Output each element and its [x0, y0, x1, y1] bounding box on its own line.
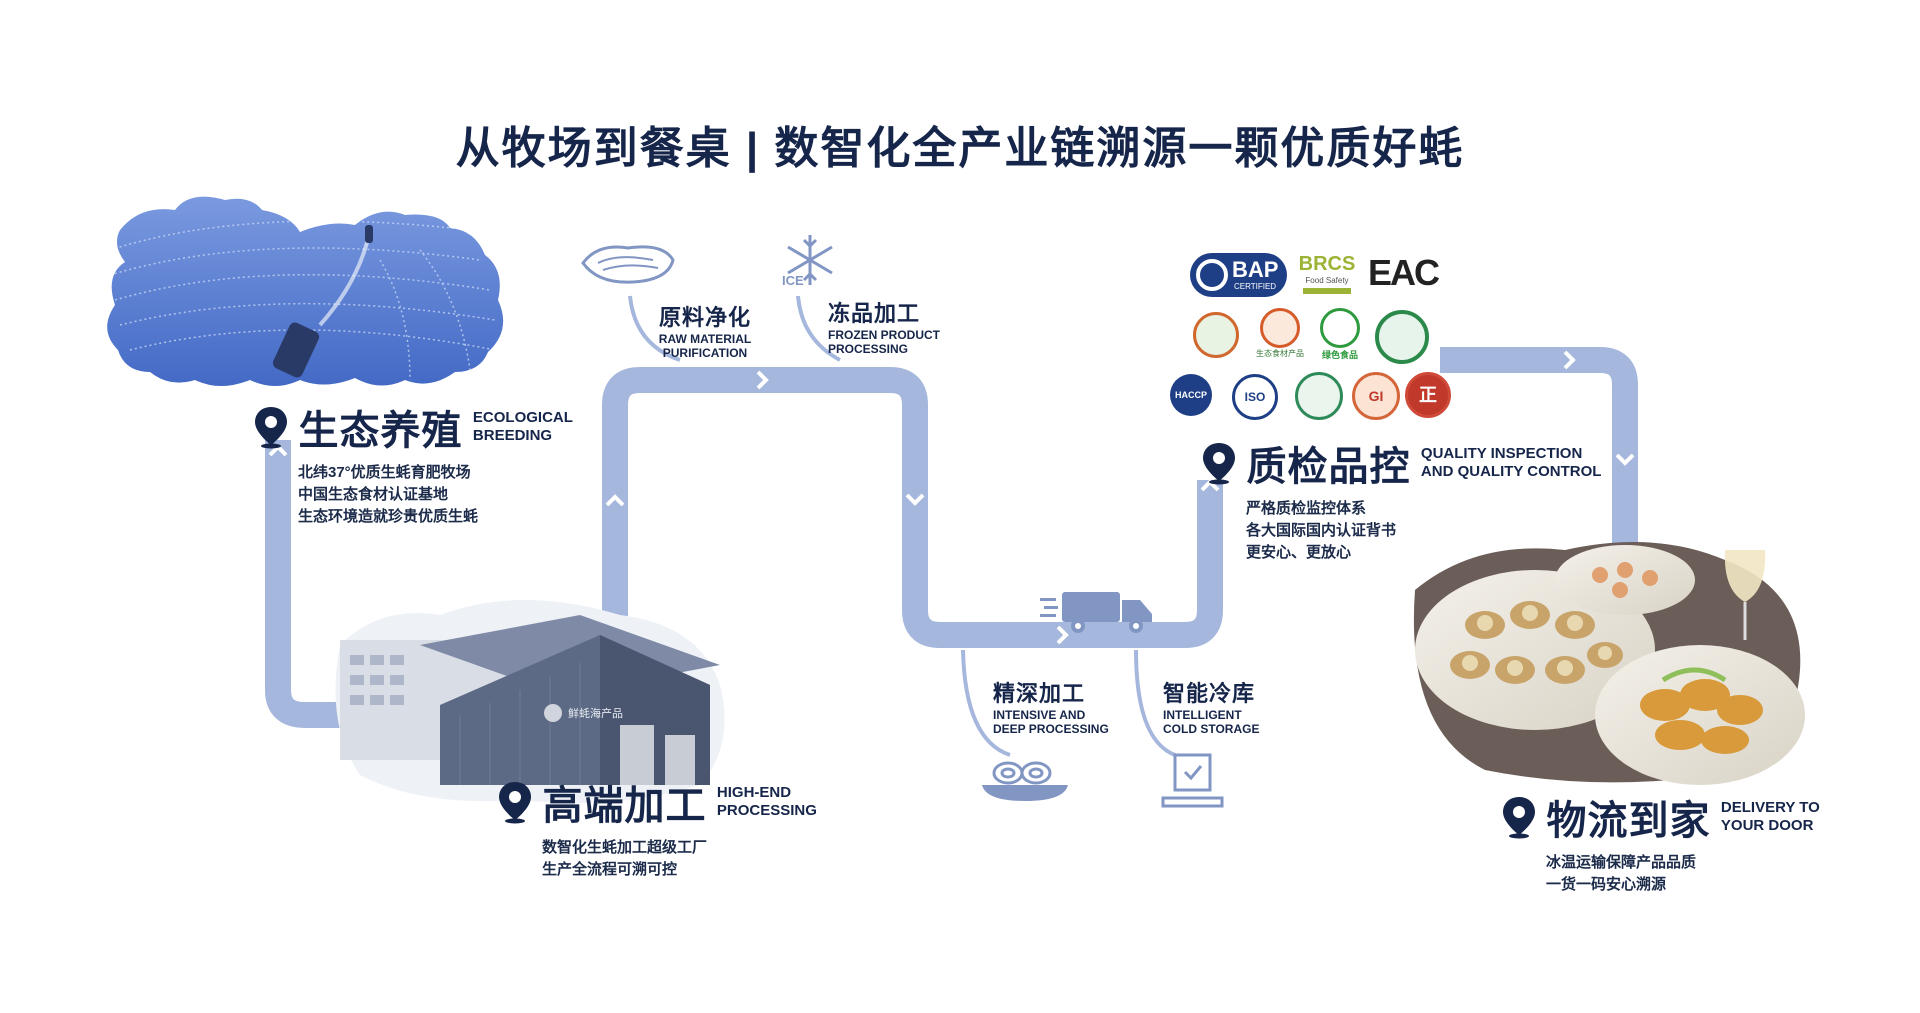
cert-organic-logo: [1193, 312, 1239, 358]
stage-quality-en: QUALITY INSPECTION AND QUALITY CONTROL: [1420, 445, 1602, 480]
substep-frozen-cn: 冻品加工: [828, 301, 921, 326]
cert-eco-food-logo: 生态食材产品: [1250, 308, 1310, 359]
substep-frozen-en: FROZEN PRODUCT PROCESSING: [828, 328, 940, 356]
sea-photo: [107, 196, 504, 386]
stage-breeding-cn: 生态养殖: [298, 409, 463, 453]
stage-breeding-en: ECOLOGICAL BREEDING: [472, 409, 573, 444]
substep-raw-cn: 原料净化: [658, 305, 751, 330]
substep-frozen-product: 冻品加工 FROZEN PRODUCT PROCESSING: [828, 296, 968, 356]
substep-cold-cn: 智能冷库: [1163, 681, 1256, 706]
location-pin-icon: [255, 407, 287, 449]
location-pin-icon: [1203, 443, 1235, 485]
page-title: 从牧场到餐桌 | 数智化全产业链溯源一颗优质好蚝: [455, 124, 1465, 173]
substep-raw-en: RAW MATERIAL PURIFICATION: [658, 332, 752, 360]
cert-zheng-logo: 正: [1405, 372, 1451, 418]
substep-cold-en: INTELLIGENT COLD STORAGE: [1163, 708, 1260, 736]
substep-raw-material: 原料净化 RAW MATERIAL PURIFICATION: [640, 300, 770, 360]
storage-box-icon: [1161, 753, 1224, 808]
substep-intensive-cn: 精深加工: [993, 681, 1086, 706]
snowflake-icon: ICE: [782, 235, 833, 288]
substep-cold-storage: 智能冷库 INTELLIGENT COLD STORAGE: [1163, 676, 1303, 736]
substep-intensive-en: INTENSIVE AND DEEP PROCESSING: [993, 708, 1109, 736]
stage-delivery-en: DELIVERY TO YOUR DOOR: [1720, 799, 1820, 834]
stage-breeding-desc: 北纬37°优质生蚝育肥牧场 中国生态食材认证基地 生态环境造就珍贵优质生蚝: [298, 464, 479, 525]
cert-haccp-logo: HACCP: [1170, 374, 1212, 416]
stage-breeding: 生态养殖 ECOLOGICAL BREEDING 北纬37°优质生蚝育肥牧场 中…: [252, 398, 643, 528]
svg-text:ICE: ICE: [782, 273, 804, 288]
cert-bap-logo: BAP CERTIFIED: [1190, 253, 1287, 297]
stage-quality-cn: 质检品控: [1246, 445, 1411, 489]
stage-processing: 高端加工 HIGH-END PROCESSING 数智化生蚝加工超级工厂 生产全…: [496, 773, 887, 881]
cert-brcs-logo: BRCS Food Safety: [1297, 253, 1357, 297]
stage-quality-desc: 严格质检监控体系 各大国际国内认证背书 更安心、更放心: [1246, 500, 1397, 561]
stage-quality: 质检品控 QUALITY INSPECTION AND QUALITY CONT…: [1200, 434, 1611, 564]
cert-gi-logo: GI: [1352, 372, 1400, 420]
substep-intensive: 精深加工 INTENSIVE AND DEEP PROCESSING: [993, 676, 1133, 736]
stage-processing-en: HIGH-END PROCESSING: [716, 784, 817, 819]
location-pin-icon: [1503, 797, 1535, 839]
stage-processing-cn: 高端加工: [542, 784, 707, 828]
cert-mountain-logo: [1295, 372, 1343, 420]
cert-iso-logo: ISO: [1232, 374, 1278, 420]
stage-delivery-cn: 物流到家: [1546, 799, 1711, 843]
factory-photo: 鲜蚝海产品: [335, 600, 725, 803]
factory-sign: 鲜蚝海产品: [568, 706, 623, 720]
noodle-bowl-icon: [982, 761, 1068, 801]
location-pin-icon: [499, 782, 531, 824]
stage-delivery-desc: 冰温运输保障产品品质 一货一码安心溯源: [1546, 854, 1697, 893]
stage-processing-desc: 数智化生蚝加工超级工厂 生产全流程可溯可控: [542, 839, 708, 878]
stage-delivery: 物流到家 DELIVERY TO YOUR DOOR 冰温运输保障产品品质 一货…: [1500, 788, 1851, 896]
cert-ccpit-logo: [1375, 310, 1429, 364]
cert-green-food-logo: 绿色食品: [1315, 308, 1365, 361]
delivery-truck-icon: [1040, 592, 1152, 633]
oyster-icon: [581, 245, 675, 284]
cert-eac-logo: EAC: [1368, 252, 1440, 293]
food-photo: [1413, 542, 1805, 785]
